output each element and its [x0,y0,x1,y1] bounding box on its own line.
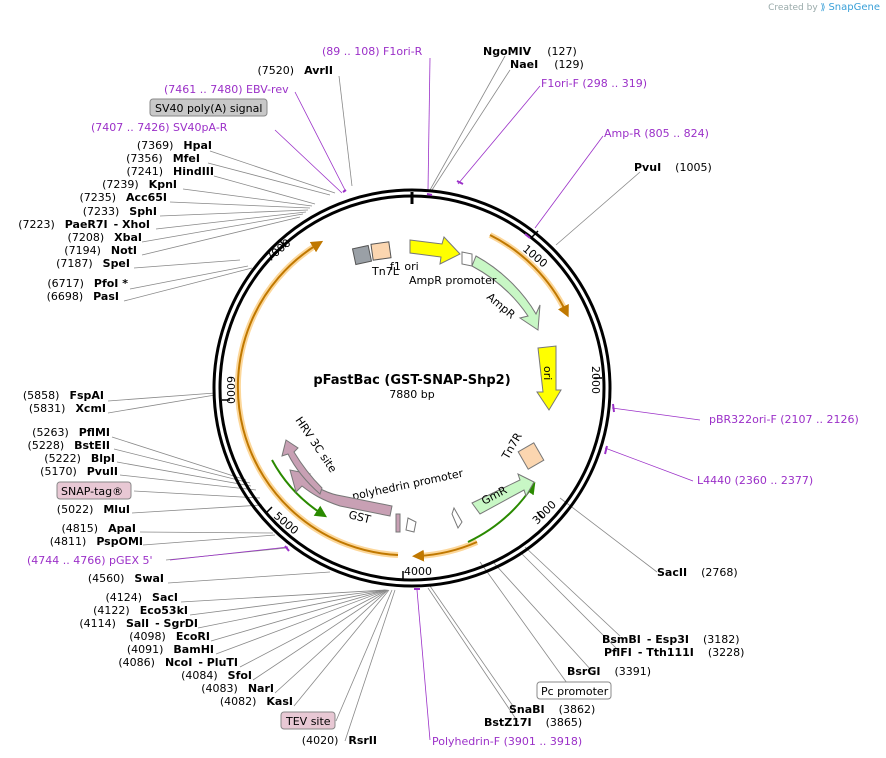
site-mlui: (5022)MluI [57,503,130,516]
site-sali: (4114)SalI- SgrDI [79,617,198,630]
tev-site-feature [395,513,401,533]
site-snabi: SnaBI(3862) [509,703,595,716]
gst-label: GST [347,508,372,526]
tick-label-3000: 3000 [530,498,559,527]
snaptag-box [56,481,132,500]
ori-label: ori [541,366,554,380]
backbone-outer [212,188,612,588]
hrv-3c-feature [281,439,323,495]
plasmid-length: 7880 bp [389,388,434,401]
site-noti: (7194)NotI [64,244,137,257]
site-eco53ki: (4122)Eco53kI [93,604,188,617]
site-bsteii: (5228)BstEII [28,439,110,452]
ori-feature [536,345,562,411]
primer-pgex5: (4744 .. 4766) pGEX 5' [27,554,153,567]
left-site-labels: (7520)AvrII (7369)HpaI (7356)MfeI (7241)… [18,64,377,747]
primer-f1ori-r: (89 .. 108) F1ori-R [322,45,423,58]
tick-label-6000: 6000 [224,376,237,404]
site-acc65i: (7235)Acc65I [79,191,167,204]
site-fspai: (5858)FspAI [23,389,104,402]
site-apai: (4815)ApaI [62,522,136,535]
site-kasi: (4082)KasI [220,695,293,708]
site-spei: (7187)SpeI [56,257,130,270]
site-bsmbi: BsmBI- Esp3I(3182) [602,633,740,646]
orf-arc-bottom [412,541,478,562]
site-swai: (4560)SwaI [88,572,164,585]
site-ngomiv: NgoMIV(127) [483,45,577,58]
site-sfoi: (4084)SfoI [181,669,252,682]
sv40-polya-box [149,98,268,117]
brand-name: SnapGene [828,2,880,13]
ampr-feature [471,255,541,331]
site-mfei: (7356)MfeI [126,152,200,165]
primer-pbr322ori-f: pBR322ori-F (2107 .. 2126) [709,413,859,426]
primer-f1ori-f: F1ori-F (298 .. 319) [541,77,647,90]
site-ecori: (4098)EcoRI [129,630,210,643]
site-sphi: (7233)SphI [83,205,157,218]
site-avrii: (7520)AvrII [258,64,333,77]
site-pvuii: (5170)PvuII [40,465,118,478]
site-hpai: (7369)HpaI [137,139,212,152]
site-pfoi: (6717)PfoI * [47,277,128,290]
primer-leaders [169,57,701,741]
polyhedrin-promoter-label: polyhedrin promoter [351,467,465,503]
credit-text: Created by [768,3,818,13]
site-bamhi: (4091)BamHI [127,643,214,656]
tn7r-feature [517,442,545,470]
f1-ori-feature [409,236,461,265]
tev-site-label: TEV site [285,715,331,728]
orf-arc-top [489,234,569,318]
small-feature-mark [451,506,463,530]
primer-l4440: L4440 (2360 .. 2377) [697,474,813,487]
site-xcmi: (5831)XcmI [29,402,106,415]
site-pflmi: (5263)PflMI [32,426,110,439]
credit: Created by ⟫ SnapGene [768,2,880,13]
site-saci: (4124)SacI [105,591,178,604]
gmr-feature [471,473,535,515]
site-hindiii: (7241)HindIII [126,165,214,178]
primer-sv40pa-r: (7407 .. 7426) SV40pA-R [91,121,228,134]
pc-promoter-box [536,681,612,700]
f1-ori-label: f1 ori [390,260,419,273]
site-xbai: (7208)XbaI [68,231,142,244]
tev-site-box [280,711,336,730]
site-pflfi: PflFI- Tth111I(3228) [604,646,744,659]
site-bstz17i: BstZ17I(3865) [484,716,582,729]
ampr-promoter-feature [461,251,473,267]
pc-promoter-label: Pc promoter [541,685,609,698]
site-blpi: (5222)BlpI [44,452,115,465]
orf-arc-bottom-halo [417,539,479,559]
site-sacii: SacII(2768) [657,566,738,579]
ampr-promoter-label: AmpR promoter [409,274,497,287]
site-naei: NaeI(129) [510,58,584,71]
sv40-polya-label: SV40 poly(A) signal [155,102,262,115]
tick-label-2000: 2000 [589,366,602,394]
tick-label-4000: 4000 [404,565,432,578]
tn7l-label: Tn7L [371,265,400,278]
site-kpni: (7239)KpnI [102,178,177,191]
site-ncoi: (4086)NcoI- PluTI [118,656,238,669]
gst-orf-arc [271,459,328,518]
site-paer7i: (7223)PaeR7I- XhoI [18,218,150,231]
site-pasi: (6698)PasI [47,290,119,303]
leader-lines [107,55,658,742]
primer-marks [284,180,615,590]
orf-arc-left [236,240,399,556]
polyhedrin-promoter-feature [405,517,417,533]
primer-ebv-rev: (7461 .. 7480) EBV-rev [164,83,289,96]
snaptag-label: SNAP-tag® [61,485,123,498]
primer-amp-r: Amp-R (805 .. 824) [604,127,709,140]
site-rsrii: (4020)RsrII [302,734,377,747]
scale-ticks [222,230,602,579]
site-bsrgi: BsrGI(3391) [567,665,651,678]
site-pspomi: (4811)PspOMI [50,535,143,548]
snapgene-icon: ⟫ [820,3,826,13]
sv40-polya-feature [351,244,373,266]
tn7l-feature [370,241,392,261]
site-pvui: PvuI(1005) [634,161,712,174]
plasmid-name: pFastBac (GST-SNAP-Shp2) [313,373,510,388]
site-nari: (4083)NarI [201,682,274,695]
primer-polyhedrin-f: Polyhedrin-F (3901 .. 3918) [432,735,582,748]
